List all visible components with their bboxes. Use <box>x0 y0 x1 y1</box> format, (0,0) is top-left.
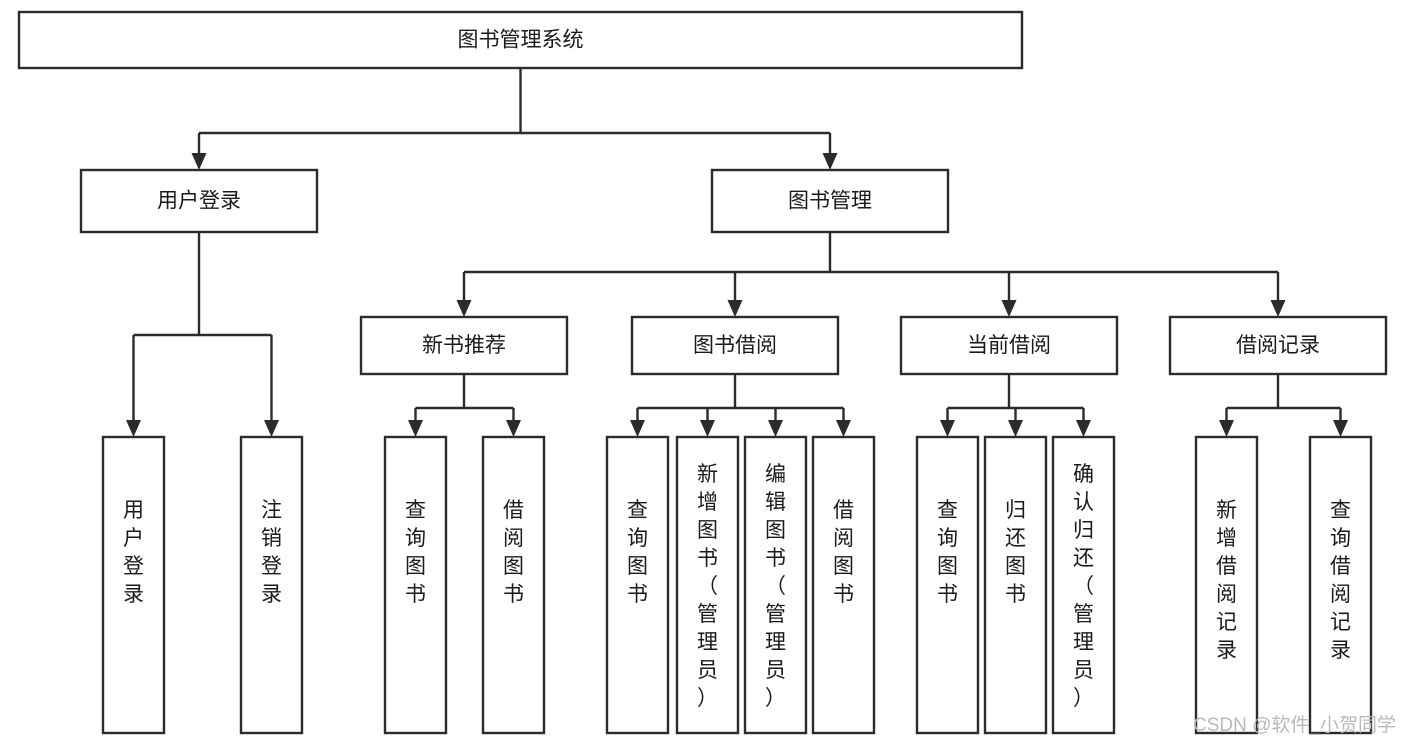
node-book-manage[interactable]: 图书管理 <box>710 168 950 234</box>
node-box-leaf-query-record[interactable] <box>1308 435 1373 735</box>
node-label-leaf-query-book-2: 查询图书 <box>627 499 648 606</box>
node-label-leaf-add-book: 新增图书（管理员） <box>697 463 718 710</box>
node-leaf-query-book-1[interactable]: 查询图书 <box>383 435 448 735</box>
node-leaf-query-book-3[interactable]: 查询图书 <box>915 435 980 735</box>
node-box-root[interactable] <box>17 10 1024 70</box>
node-leaf-add-book[interactable]: 新增图书（管理员） <box>675 435 740 735</box>
node-current-borrow[interactable]: 当前借阅 <box>899 315 1119 376</box>
node-leaf-query-book-2[interactable]: 查询图书 <box>605 435 670 735</box>
node-label-leaf-query-book-1: 查询图书 <box>405 499 426 606</box>
node-label-leaf-edit-book: 编辑图书（管理员） <box>765 463 786 710</box>
node-leaf-user-logout[interactable]: 注销登录 <box>239 435 304 735</box>
arrow-head-icon <box>700 420 715 437</box>
node-box-borrow-record[interactable] <box>1168 315 1388 376</box>
connector-group-current-borrow <box>940 374 1091 437</box>
arrow-head-icon <box>630 420 645 437</box>
node-leaf-edit-book[interactable]: 编辑图书（管理员） <box>743 435 808 735</box>
connector-group-user-login <box>126 232 279 437</box>
node-label-leaf-borrow-book-2: 借阅图书 <box>833 499 854 606</box>
node-leaf-user-login[interactable]: 用户登录 <box>101 435 166 735</box>
node-leaf-add-record[interactable]: 新增借阅记录 <box>1194 435 1259 735</box>
node-box-book-borrow[interactable] <box>630 315 840 376</box>
node-label-leaf-add-record: 新增借阅记录 <box>1216 499 1237 662</box>
node-box-current-borrow[interactable] <box>899 315 1119 376</box>
node-box-new-book-recommend[interactable] <box>359 315 569 376</box>
arrow-head-icon <box>264 420 279 437</box>
node-label-book-manage: 图书管理 <box>788 190 872 213</box>
node-label-root: 图书管理系统 <box>458 29 584 52</box>
arrow-head-icon <box>191 153 207 170</box>
node-box-leaf-confirm-return[interactable] <box>1051 435 1116 735</box>
arrow-head-icon <box>768 420 783 437</box>
connector-group-new-book-recommend <box>408 374 521 437</box>
node-leaf-query-record[interactable]: 查询借阅记录 <box>1308 435 1373 735</box>
arrow-head-icon <box>836 420 851 437</box>
arrow-head-icon <box>822 153 838 170</box>
node-label-leaf-user-login: 用户登录 <box>123 499 144 606</box>
node-book-borrow[interactable]: 图书借阅 <box>630 315 840 376</box>
node-label-new-book-recommend: 新书推荐 <box>422 334 506 357</box>
csdn-watermark: CSDN @软件_小贺同学 <box>1193 714 1396 736</box>
connector-group-root <box>191 68 838 170</box>
arrow-head-icon <box>408 420 423 437</box>
node-box-leaf-add-record[interactable] <box>1194 435 1259 735</box>
node-box-leaf-edit-book[interactable] <box>743 435 808 735</box>
arrow-head-icon <box>456 300 472 317</box>
node-box-leaf-borrow-book-1[interactable] <box>481 435 546 735</box>
node-leaf-borrow-book-2[interactable]: 借阅图书 <box>811 435 876 735</box>
node-label-leaf-confirm-return: 确认归还（管理员） <box>1073 463 1094 710</box>
node-label-leaf-borrow-book-1: 借阅图书 <box>503 499 524 606</box>
node-box-leaf-user-login[interactable] <box>101 435 166 735</box>
node-box-book-manage[interactable] <box>710 168 950 234</box>
node-root[interactable]: 图书管理系统 <box>17 10 1024 70</box>
arrow-head-icon <box>506 420 521 437</box>
node-layer: 图书管理系统用户登录图书管理新书推荐图书借阅当前借阅借阅记录用户登录注销登录查询… <box>17 10 1388 735</box>
node-box-leaf-query-book-1[interactable] <box>383 435 448 735</box>
arrow-head-icon <box>1270 300 1286 317</box>
node-box-leaf-query-book-2[interactable] <box>605 435 670 735</box>
connector-group-book-manage <box>456 232 1286 317</box>
node-box-leaf-borrow-book-2[interactable] <box>811 435 876 735</box>
node-new-book-recommend[interactable]: 新书推荐 <box>359 315 569 376</box>
node-leaf-borrow-book-1[interactable]: 借阅图书 <box>481 435 546 735</box>
arrow-head-icon <box>940 420 955 437</box>
node-label-leaf-query-book-3: 查询图书 <box>937 499 958 606</box>
node-label-borrow-record: 借阅记录 <box>1236 334 1320 357</box>
arrow-head-icon <box>727 300 743 317</box>
node-label-user-login: 用户登录 <box>157 190 241 213</box>
node-user-login[interactable]: 用户登录 <box>79 168 319 234</box>
node-label-leaf-query-record: 查询借阅记录 <box>1330 499 1351 662</box>
node-box-leaf-query-book-3[interactable] <box>915 435 980 735</box>
arrow-head-icon <box>1001 300 1017 317</box>
node-label-book-borrow: 图书借阅 <box>693 334 777 357</box>
arrow-head-icon <box>1076 420 1091 437</box>
connector-group-book-borrow <box>630 374 851 437</box>
node-label-current-borrow: 当前借阅 <box>967 334 1051 357</box>
node-box-leaf-return-book[interactable] <box>983 435 1048 735</box>
connector-layer <box>126 68 1348 437</box>
arrow-head-icon <box>1219 420 1234 437</box>
arrow-head-icon <box>1333 420 1348 437</box>
node-leaf-return-book[interactable]: 归还图书 <box>983 435 1048 735</box>
node-box-leaf-add-book[interactable] <box>675 435 740 735</box>
node-box-user-login[interactable] <box>79 168 319 234</box>
node-label-leaf-user-logout: 注销登录 <box>261 499 282 606</box>
arrow-head-icon <box>126 420 141 437</box>
node-borrow-record[interactable]: 借阅记录 <box>1168 315 1388 376</box>
node-label-leaf-return-book: 归还图书 <box>1005 499 1026 606</box>
node-box-leaf-user-logout[interactable] <box>239 435 304 735</box>
connector-group-borrow-record <box>1219 374 1348 437</box>
arrow-head-icon <box>1008 420 1023 437</box>
node-leaf-confirm-return[interactable]: 确认归还（管理员） <box>1051 435 1116 735</box>
